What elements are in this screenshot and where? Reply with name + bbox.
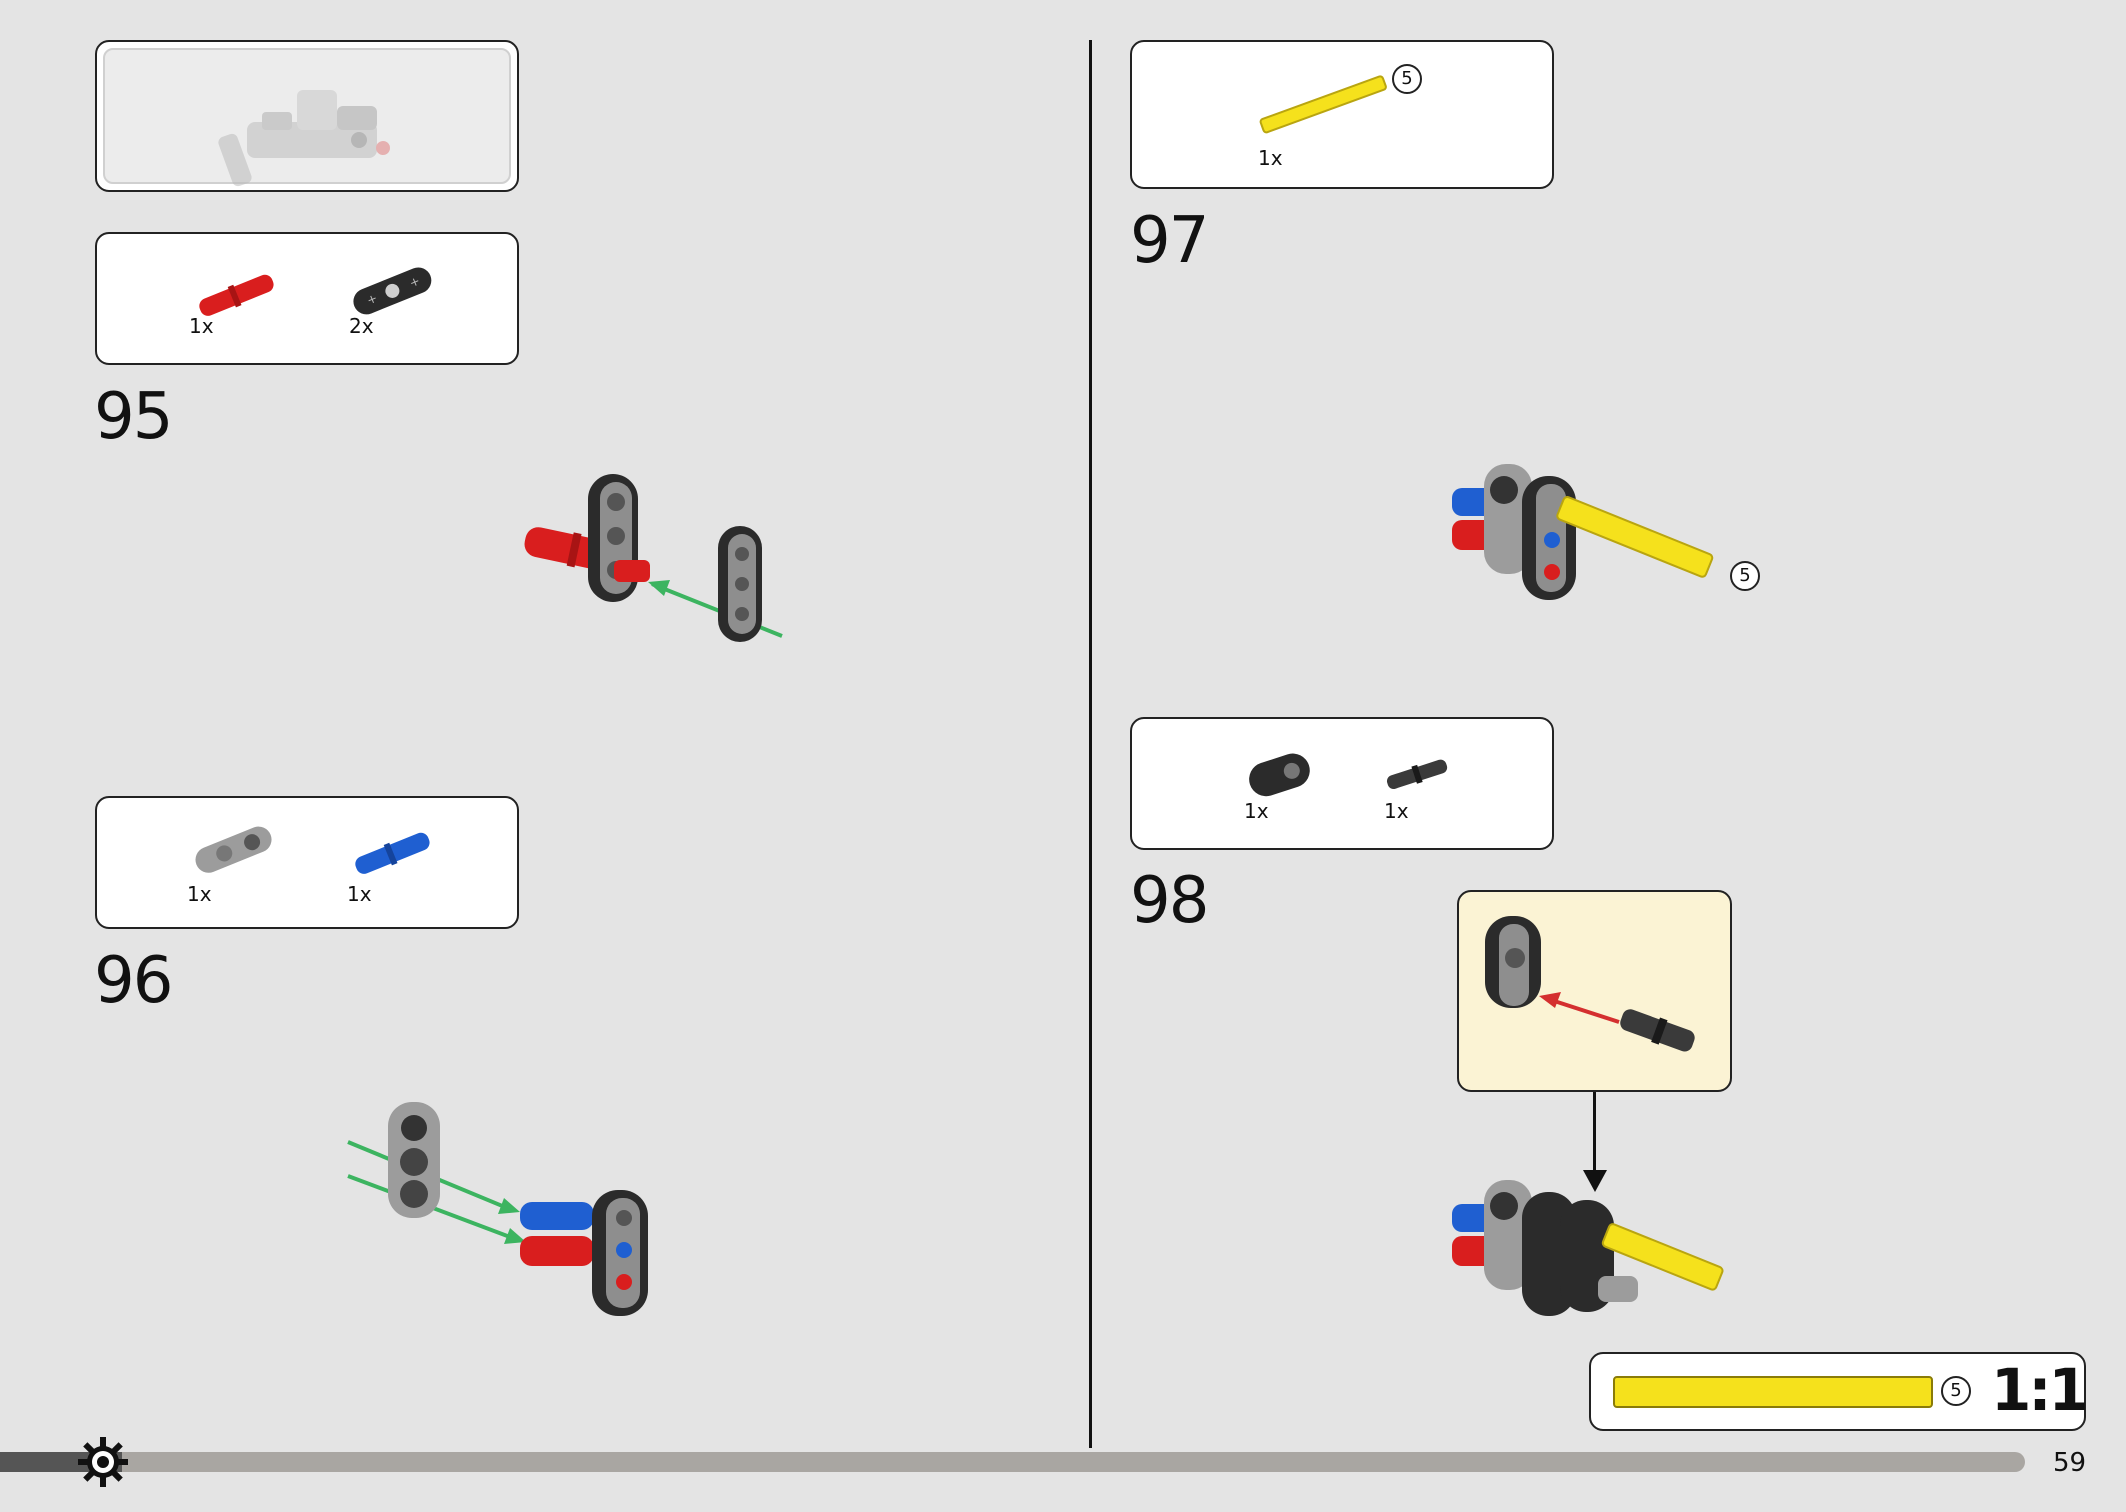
grey-connector-icon <box>195 826 272 873</box>
parts-box-step-96: 1x 1x <box>95 796 519 929</box>
red-pin-icon <box>199 274 274 316</box>
step-96-assembly <box>347 1102 648 1316</box>
scale-axle-drawing <box>1613 1376 1933 1408</box>
progress-bar <box>0 1452 2025 1472</box>
part-qty: 1x <box>1258 146 1283 170</box>
sub-assembly-callout <box>1457 890 1732 1092</box>
parts-box-step-98: 1x 1x <box>1130 717 1554 850</box>
page-divider <box>1089 40 1092 1448</box>
axle-length-callout: 5 <box>1730 561 1760 591</box>
axle-length-badge: 5 <box>1392 64 1422 94</box>
step-number: 96 <box>94 944 173 1018</box>
callout-connector-arrowhead <box>1583 1170 1607 1192</box>
parts-box-step-95: 1x + + 2x <box>95 232 519 365</box>
part-qty: 1x <box>1244 799 1269 823</box>
step-95-assembly <box>524 474 783 642</box>
model-preview-icon <box>218 90 390 187</box>
scale-axle-length: 5 <box>1941 1376 1971 1406</box>
black-beam-icon <box>1249 753 1310 797</box>
sub-assembly-drawing <box>1485 916 1695 1052</box>
part-qty: 1x <box>1384 799 1409 823</box>
black-beam-icon: + + <box>353 267 432 315</box>
part-qty: 1x <box>347 882 372 906</box>
part-qty: 1x <box>189 314 214 338</box>
gear-icon <box>78 1437 128 1487</box>
parts-box-step-97: 5 1x <box>1130 40 1554 189</box>
yellow-axle-icon <box>1259 75 1387 134</box>
step-number: 98 <box>1130 864 1209 938</box>
step-number: 97 <box>1130 204 1209 278</box>
step-98-assembly <box>1452 1180 1724 1316</box>
model-preview-box <box>95 40 519 192</box>
black-pin-icon <box>1386 759 1448 789</box>
step-97-assembly <box>1452 464 1714 600</box>
blue-pin-icon <box>355 832 430 874</box>
part-qty: 2x <box>349 314 374 338</box>
axle-scale-box: 5 1:1 <box>1589 1352 2089 1431</box>
svg-text:+: + <box>365 291 380 308</box>
step-number: 95 <box>94 380 173 454</box>
callout-connector-line <box>1593 1092 1596 1172</box>
part-qty: 1x <box>187 882 212 906</box>
scale-label: 1:1 <box>1991 1356 2089 1424</box>
page-number: 59 <box>2053 1448 2087 1478</box>
svg-text:+: + <box>407 274 422 291</box>
